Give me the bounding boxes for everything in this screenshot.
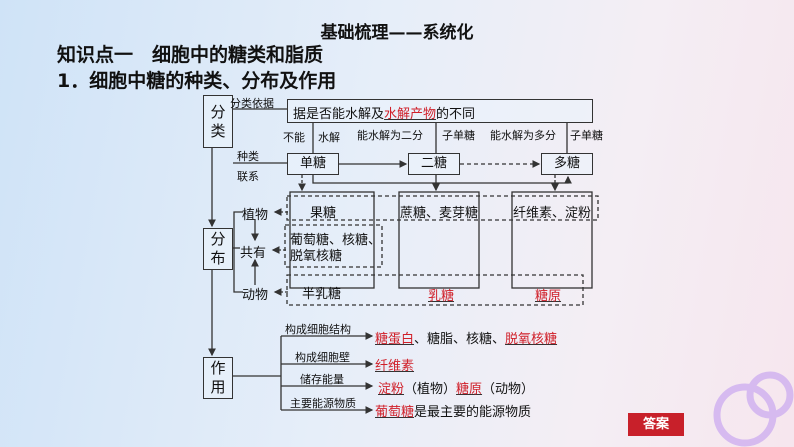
- common-sugar: 脱氧核糖: [290, 249, 343, 264]
- distribution-char: 布: [210, 249, 226, 267]
- answer-button[interactable]: 答案: [628, 413, 684, 436]
- decor-rings-icon: [713, 371, 794, 447]
- function-label: 主要能源物质: [290, 397, 356, 410]
- cond-text: 子单糖: [570, 129, 603, 142]
- text: （植物）: [404, 382, 457, 397]
- text: 、糖脂、核糖、: [414, 332, 506, 347]
- animal-sugar: 半乳糖: [302, 287, 342, 302]
- answer: 糖蛋白: [375, 332, 415, 347]
- basis-box: 据是否能水解及水解产物的不同: [287, 99, 593, 123]
- animal-sugar-answer: 乳糖: [428, 289, 455, 304]
- basis-label: 分类依据: [230, 97, 274, 110]
- section-heading: 知识点一 细胞中的糖类和脂质: [57, 44, 324, 66]
- common-label: 共有: [240, 246, 267, 261]
- text: 是最主要的能源物质: [414, 405, 532, 420]
- cond-text: 不能: [283, 131, 305, 144]
- cond-text: 子单糖: [442, 129, 475, 142]
- subsection-heading: 1．细胞中糖的种类、分布及作用: [57, 70, 337, 92]
- link-label: 种类: [237, 150, 259, 163]
- cond-text: 能水解为多分: [490, 129, 556, 142]
- animal-sugar-answer: 糖原: [535, 289, 562, 304]
- plant-sugar: 果糖: [310, 206, 337, 221]
- answer: 脱氧核糖: [505, 332, 558, 347]
- function-result: 纤维素: [375, 355, 414, 374]
- basis-text: 的不同: [436, 107, 476, 122]
- page-title: 基础梳理——系统化: [320, 23, 474, 43]
- answer: 糖原: [456, 382, 483, 397]
- animal-label: 动物: [242, 288, 269, 303]
- function-char: 用: [210, 378, 226, 396]
- classify-char: 分: [210, 102, 226, 121]
- text: （动物）: [482, 382, 535, 397]
- basis-text: 据是否能水解及: [293, 107, 385, 122]
- cond-text: 能水解为二分: [357, 129, 423, 142]
- cond-text: 水解: [318, 131, 340, 144]
- answer: 纤维素: [375, 359, 415, 374]
- function-label: 储存能量: [300, 373, 344, 386]
- function-result: 淀粉（植物）糖原（动物）: [378, 378, 534, 397]
- plant-sugar: 蔗糖、麦芽糖: [400, 206, 479, 221]
- monosaccharide-box: 单糖: [287, 153, 339, 175]
- answer: 淀粉: [378, 382, 405, 397]
- plant-label: 植物: [242, 208, 269, 223]
- distribution-char: 分: [210, 230, 226, 248]
- function-char: 作: [210, 359, 226, 377]
- link-label: 联系: [237, 170, 259, 183]
- function-result: 葡萄糖是最主要的能源物质: [375, 401, 531, 420]
- function-label: 构成细胞壁: [295, 351, 350, 364]
- function-box: 作用: [203, 357, 233, 399]
- basis-answer: 水解产物: [384, 107, 437, 122]
- polysaccharide-box: 多糖: [541, 153, 593, 175]
- classify-char: 类: [210, 121, 226, 140]
- plant-sugar: 纤维素、淀粉: [513, 206, 592, 221]
- classify-box: 分类: [203, 95, 233, 148]
- common-sugar: 葡萄糖、核糖、: [290, 233, 382, 248]
- disaccharide-box: 二糖: [408, 153, 460, 175]
- function-label: 构成细胞结构: [285, 323, 351, 336]
- distribution-box: 分布: [203, 228, 233, 270]
- function-result: 糖蛋白、糖脂、核糖、脱氧核糖: [375, 328, 557, 347]
- answer: 葡萄糖: [375, 405, 415, 420]
